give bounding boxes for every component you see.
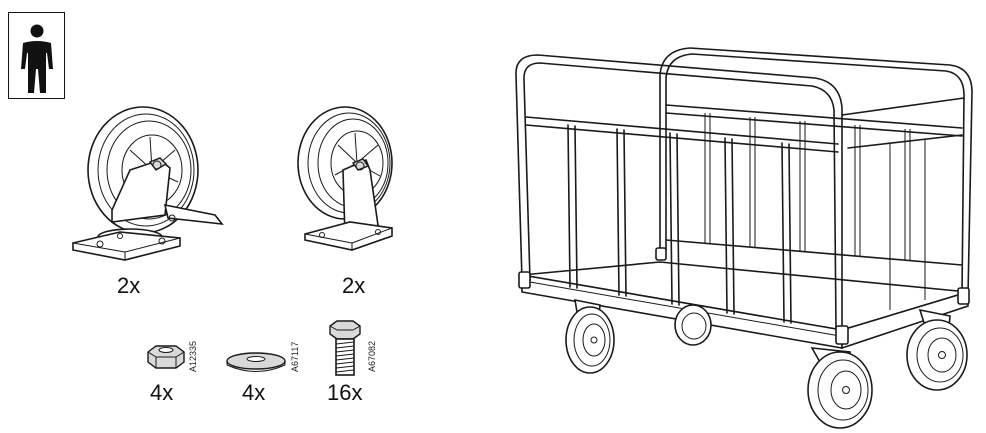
swivel-caster-quantity: 2x [117, 273, 141, 298]
person-icon [21, 24, 53, 93]
fixed-caster-quantity: 2x [342, 273, 366, 298]
person-icon-box [8, 12, 65, 99]
hex-nut-quantity: 4x [150, 380, 174, 405]
hex-bolt-quantity: 16x [327, 380, 363, 405]
washer-quantity: 4x [242, 380, 266, 405]
